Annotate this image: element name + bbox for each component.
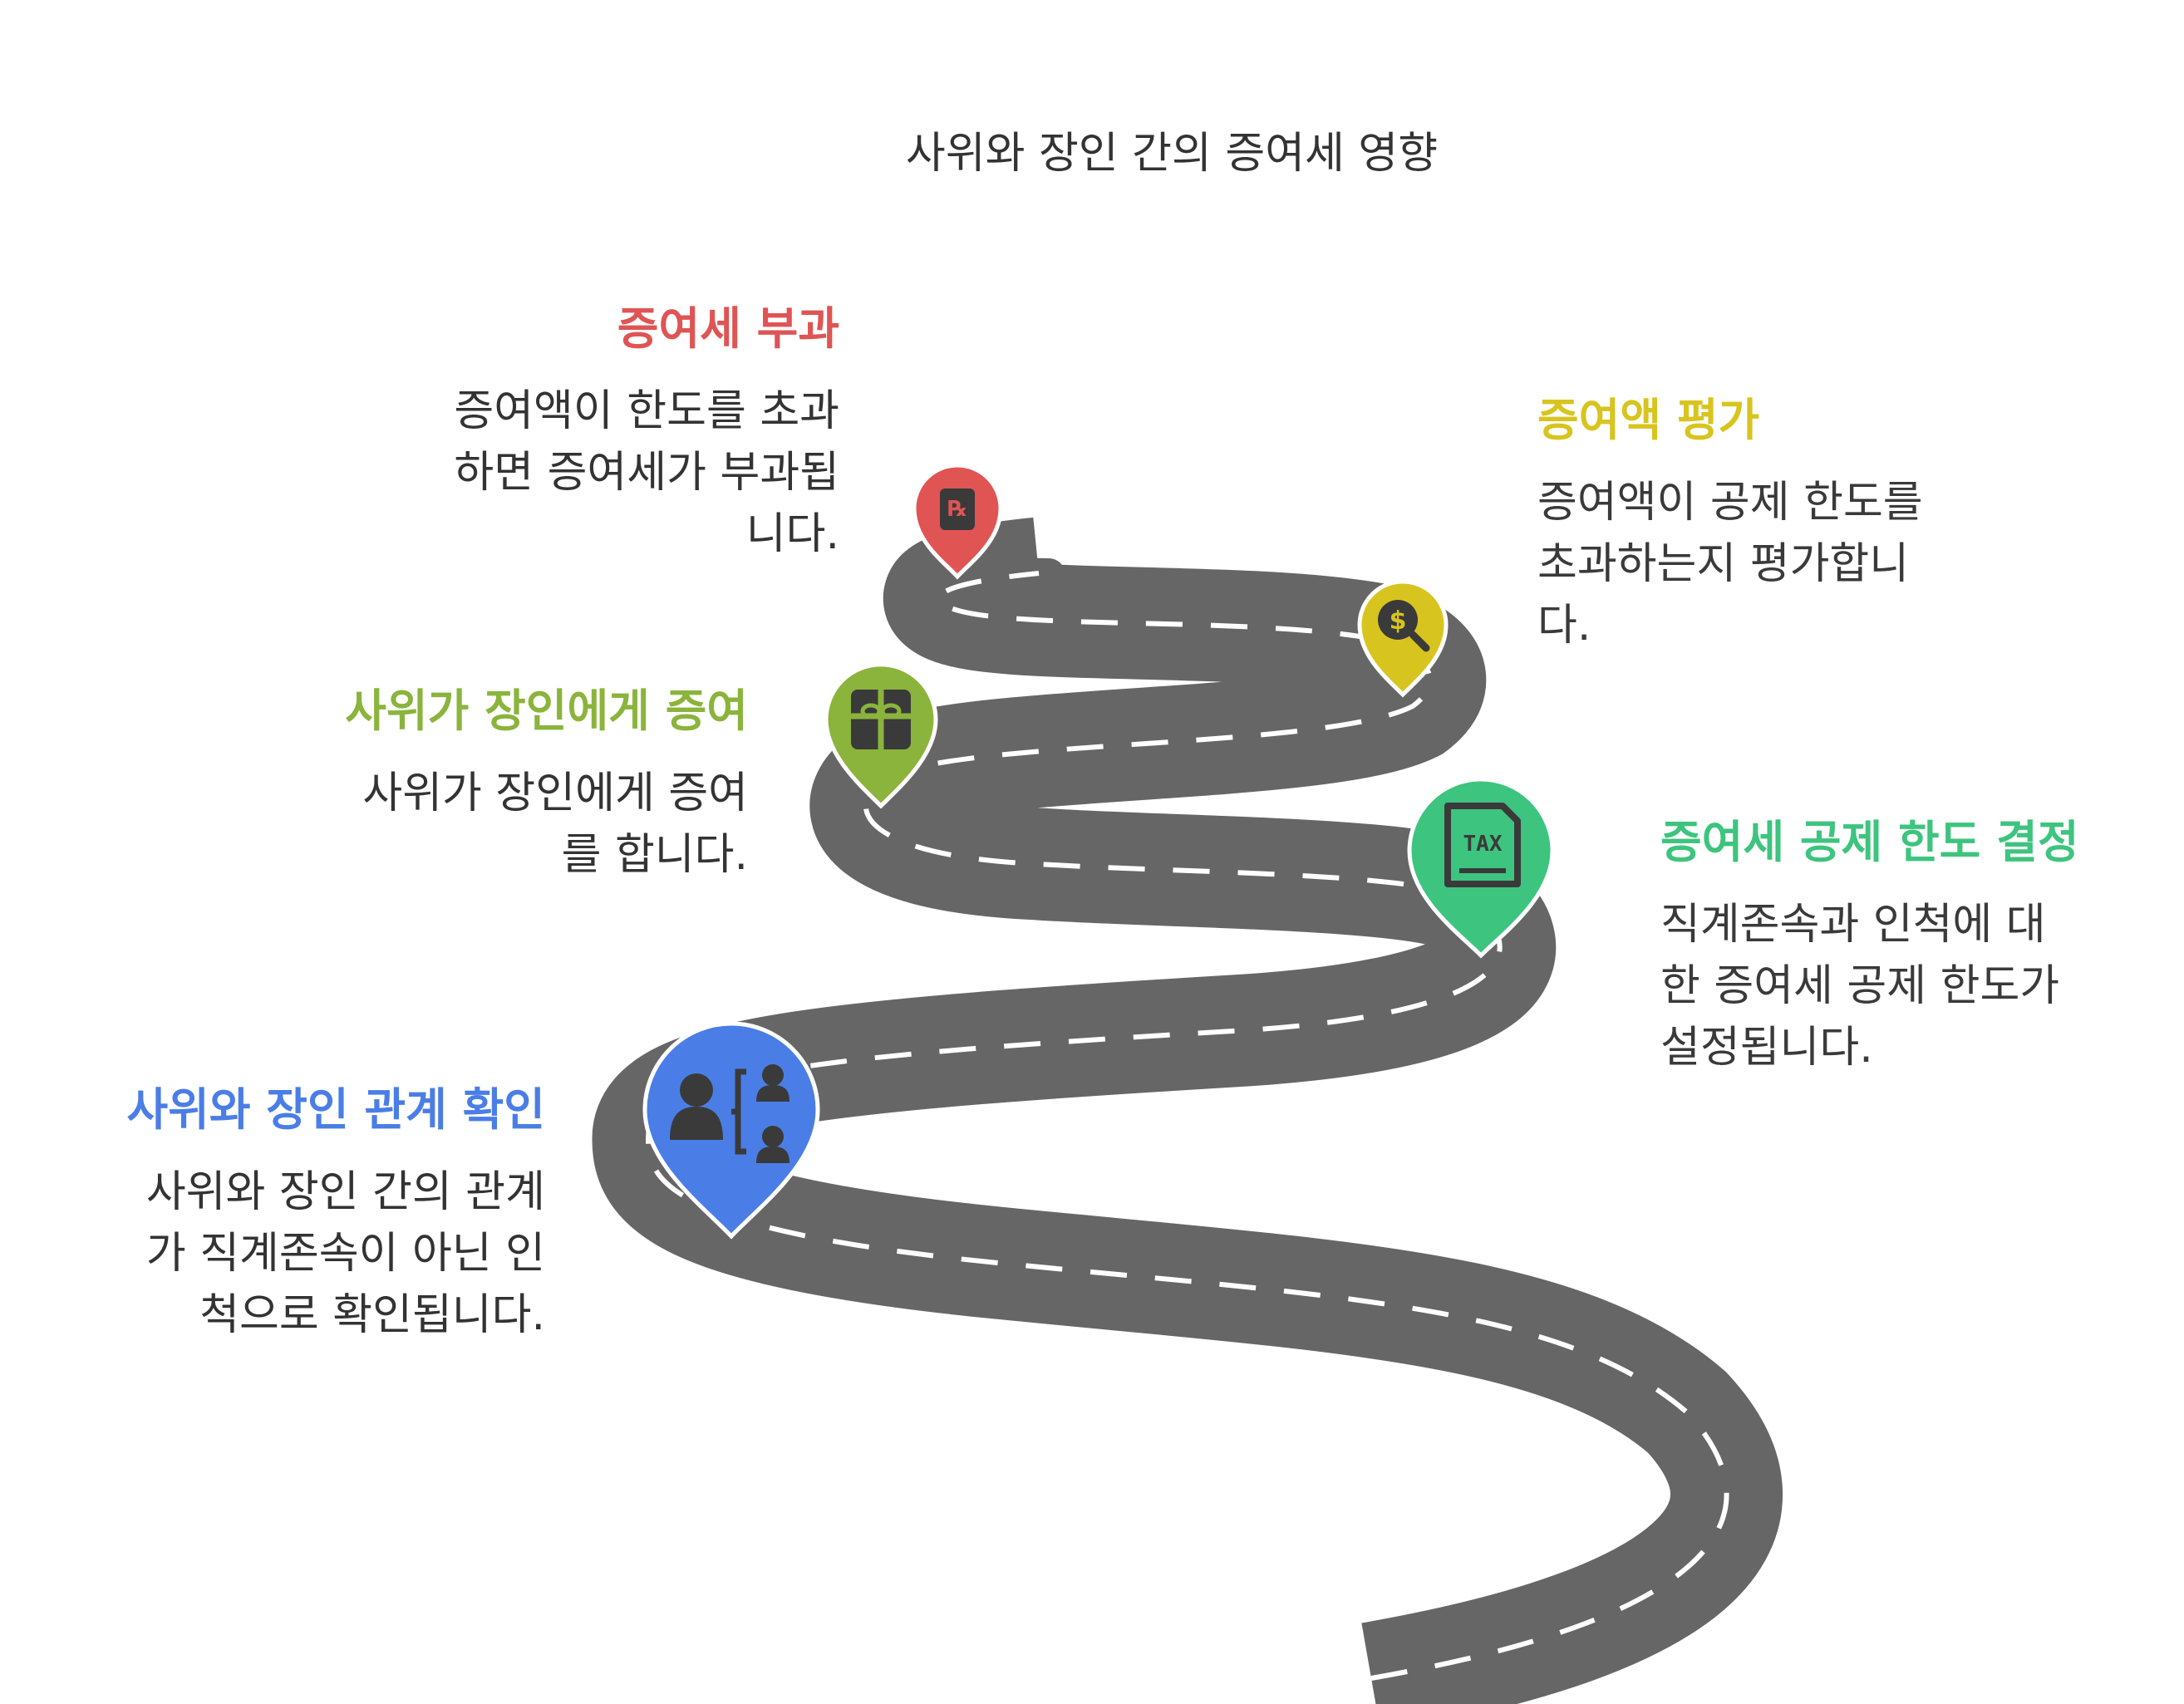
step-description: 직계존속과 인척에 대 한 증여세 공제 한도가 설정됩니다. <box>1660 900 2060 1073</box>
family-relationship-icon <box>670 1064 789 1163</box>
svg-text:$: $ <box>1390 606 1407 636</box>
step-tax-imposed: 증여세 부과 증여액이 한도를 초과 하면 증여세가 부과됩 니다. <box>332 299 839 565</box>
pin-step-4: TAX <box>1407 777 1555 959</box>
step-heading: 증여세 부과 <box>617 302 839 355</box>
step-description: 증여액이 한도를 초과 하면 증여세가 부과됩 니다. <box>454 386 839 559</box>
tax-label: TAX <box>1463 832 1503 857</box>
svg-text:℞: ℞ <box>947 497 967 522</box>
dollar-search-icon: $ <box>1378 600 1430 652</box>
pin-step-3: ℞ <box>912 463 1003 580</box>
step-heading: 증여세 공제 한도 결정 <box>1660 816 2079 868</box>
tax-document-icon: TAX <box>1444 803 1521 887</box>
step-description: 사위와 장인 간의 관계 가 직계존속이 아닌 인 척으로 확인됩니다. <box>145 1167 545 1340</box>
step-description: 사위가 장인에게 증여 를 합니다. <box>362 769 748 880</box>
step-gift: 사위가 장인에게 증여 사위가 장인에게 증여 를 합니다. <box>283 681 748 886</box>
pin-step-5: $ <box>1357 579 1449 698</box>
step-relationship-check: 사위와 장인 관계 확인 사위와 장인 간의 관계 가 직계존속이 아닌 인 척… <box>80 1080 545 1346</box>
gift-icon <box>851 690 911 749</box>
pin-step-2 <box>824 662 938 809</box>
step-amount-evaluation: 증여액 평가 증여액이 공제 한도를 초과하는지 평가합니 다. <box>1537 390 2003 656</box>
pin-step-1 <box>642 1021 820 1240</box>
step-heading: 사위와 장인 관계 확인 <box>126 1083 545 1136</box>
prescription-receipt-icon: ℞ <box>940 489 975 530</box>
step-description: 증여액이 공제 한도를 초과하는지 평가합니 다. <box>1537 478 1923 651</box>
step-heading: 증여액 평가 <box>1537 394 1760 446</box>
step-deduction-limit: 증여세 공제 한도 결정 직계존속과 인척에 대 한 증여세 공제 한도가 설정… <box>1660 813 2126 1078</box>
step-heading: 사위가 장인에게 증여 <box>345 685 748 737</box>
page-title: 사위와 장인 간의 증여세 영향 <box>905 129 1439 179</box>
